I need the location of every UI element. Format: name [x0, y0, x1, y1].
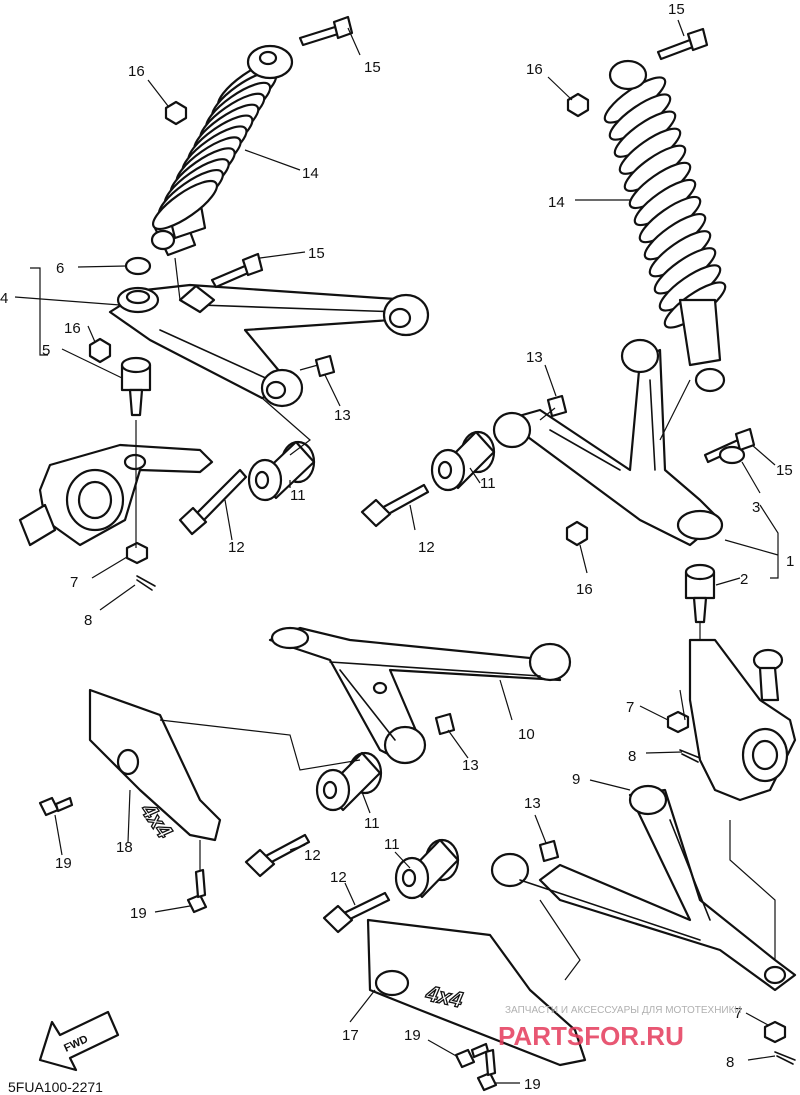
- callout-13: 13: [462, 757, 479, 774]
- shock-absorber-left: [150, 44, 294, 257]
- bushing-11-lower-right: [394, 838, 460, 900]
- collar-13-right-top: [546, 394, 568, 418]
- callout-11: 11: [480, 475, 496, 492]
- callout-13: 13: [334, 407, 351, 424]
- callout-16: 16: [526, 61, 543, 78]
- callout-14: 14: [548, 194, 565, 211]
- bolt-12-lower-right: [322, 891, 391, 934]
- watermark-line1: ЗАПЧАСТИ И АКСЕССУАРЫ ДЛЯ МОТОТЕХНИКИ: [505, 1005, 742, 1016]
- callout-8: 8: [628, 748, 636, 765]
- ball-joint-2-right: [684, 563, 716, 624]
- fwd-arrow-icon: FWD: [38, 1010, 120, 1072]
- guard-17: 4x4: [366, 918, 587, 1067]
- bolt-15-left-mid: [210, 252, 264, 289]
- nut-7-right-bottom: [763, 1020, 787, 1044]
- collar-13-lower-left: [434, 712, 456, 736]
- upper-arm-left: [108, 283, 430, 408]
- bushing-11-left-top: [247, 440, 316, 502]
- watermark-line2: PARTSFOR.RU: [498, 1021, 684, 1051]
- guard-18: 4x4: [88, 688, 222, 844]
- callout-6: 6: [56, 260, 64, 277]
- callout-1: 1: [786, 553, 794, 570]
- collar-13-lower-right: [538, 839, 560, 863]
- callout-9: 9: [572, 771, 580, 788]
- callout-15: 15: [668, 1, 685, 18]
- bolt-15-right-top: [656, 27, 709, 61]
- callout-13: 13: [524, 795, 541, 812]
- diagram-code: 5FUA100-2271: [8, 1079, 103, 1095]
- callout-19: 19: [130, 905, 147, 922]
- circlip-3-right: [718, 445, 746, 465]
- bolt-19-right-a: [454, 1042, 490, 1069]
- bolt-19-right-b: [476, 1048, 498, 1092]
- nut-16-left-mid: [88, 337, 112, 364]
- callout-19: 19: [404, 1027, 421, 1044]
- callout-7: 7: [626, 699, 634, 716]
- callout-16: 16: [64, 320, 81, 337]
- callout-15: 15: [308, 245, 325, 262]
- callout-12: 12: [418, 539, 435, 556]
- callout-18: 18: [116, 839, 133, 856]
- callout-15: 15: [776, 462, 793, 479]
- callout-3: 3: [752, 499, 760, 516]
- knuckle-right: [688, 638, 797, 802]
- nut-7-right-mid: [666, 710, 690, 734]
- spring-coil: [152, 179, 218, 231]
- collar-13-left-top: [314, 354, 336, 378]
- bushing-11-right-top: [430, 430, 496, 492]
- callout-14: 14: [302, 165, 319, 182]
- bolt-12-left-top: [178, 468, 248, 536]
- bolt-15-left-top: [298, 15, 354, 47]
- cotter-pin-8-right-mid: [679, 749, 701, 763]
- callout-5: 5: [42, 342, 50, 359]
- callout-2: 2: [740, 571, 748, 588]
- bolt-12-right-top: [360, 483, 430, 528]
- callout-11: 11: [364, 815, 380, 832]
- callout-12: 12: [304, 847, 321, 864]
- callout-11: 11: [290, 487, 306, 504]
- nut-7-left: [125, 541, 149, 565]
- bushing-11-lower-left: [315, 751, 383, 812]
- nut-16-left-top: [164, 100, 188, 126]
- circlip-6-left: [124, 256, 152, 276]
- callout-13: 13: [526, 349, 543, 366]
- callout-12: 12: [330, 869, 347, 886]
- cotter-pin-8-left: [136, 575, 156, 591]
- callout-17: 17: [342, 1027, 359, 1044]
- callout-leaders: [14, 19, 779, 1084]
- callout-12: 12: [228, 539, 245, 556]
- cotter-pin-8-right-bottom: [774, 1051, 796, 1065]
- lower-arm-10: [268, 626, 572, 765]
- lower-arm-9: [490, 784, 797, 992]
- callout-16: 16: [128, 63, 145, 80]
- nut-16-right-top: [566, 92, 590, 118]
- callout-4: 4: [0, 290, 8, 307]
- nut-16-right-mid: [565, 520, 589, 547]
- callout-10: 10: [518, 726, 535, 743]
- bolt-19-left-a: [38, 796, 74, 817]
- callout-7: 7: [734, 1005, 742, 1022]
- bolt-12-lower-left: [244, 833, 311, 878]
- shock-absorber-right: [603, 59, 727, 393]
- callout-19: 19: [55, 855, 72, 872]
- callout-7: 7: [70, 574, 78, 591]
- bolt-19-left-b: [186, 868, 208, 914]
- knuckle-left: [18, 443, 214, 547]
- callout-19: 19: [524, 1076, 541, 1093]
- ball-joint-5-left: [120, 356, 152, 417]
- assembly-lines: [135, 257, 776, 981]
- callout-15: 15: [364, 59, 381, 76]
- callout-16: 16: [576, 581, 593, 598]
- callout-11: 11: [384, 836, 400, 853]
- callout-8: 8: [726, 1054, 734, 1071]
- callout-8: 8: [84, 612, 92, 629]
- upper-arm-right: [492, 338, 724, 547]
- watermark: ЗАПЧАСТИ И АКСЕССУАРЫ ДЛЯ МОТОТЕХНИКИ PA…: [498, 1005, 742, 1051]
